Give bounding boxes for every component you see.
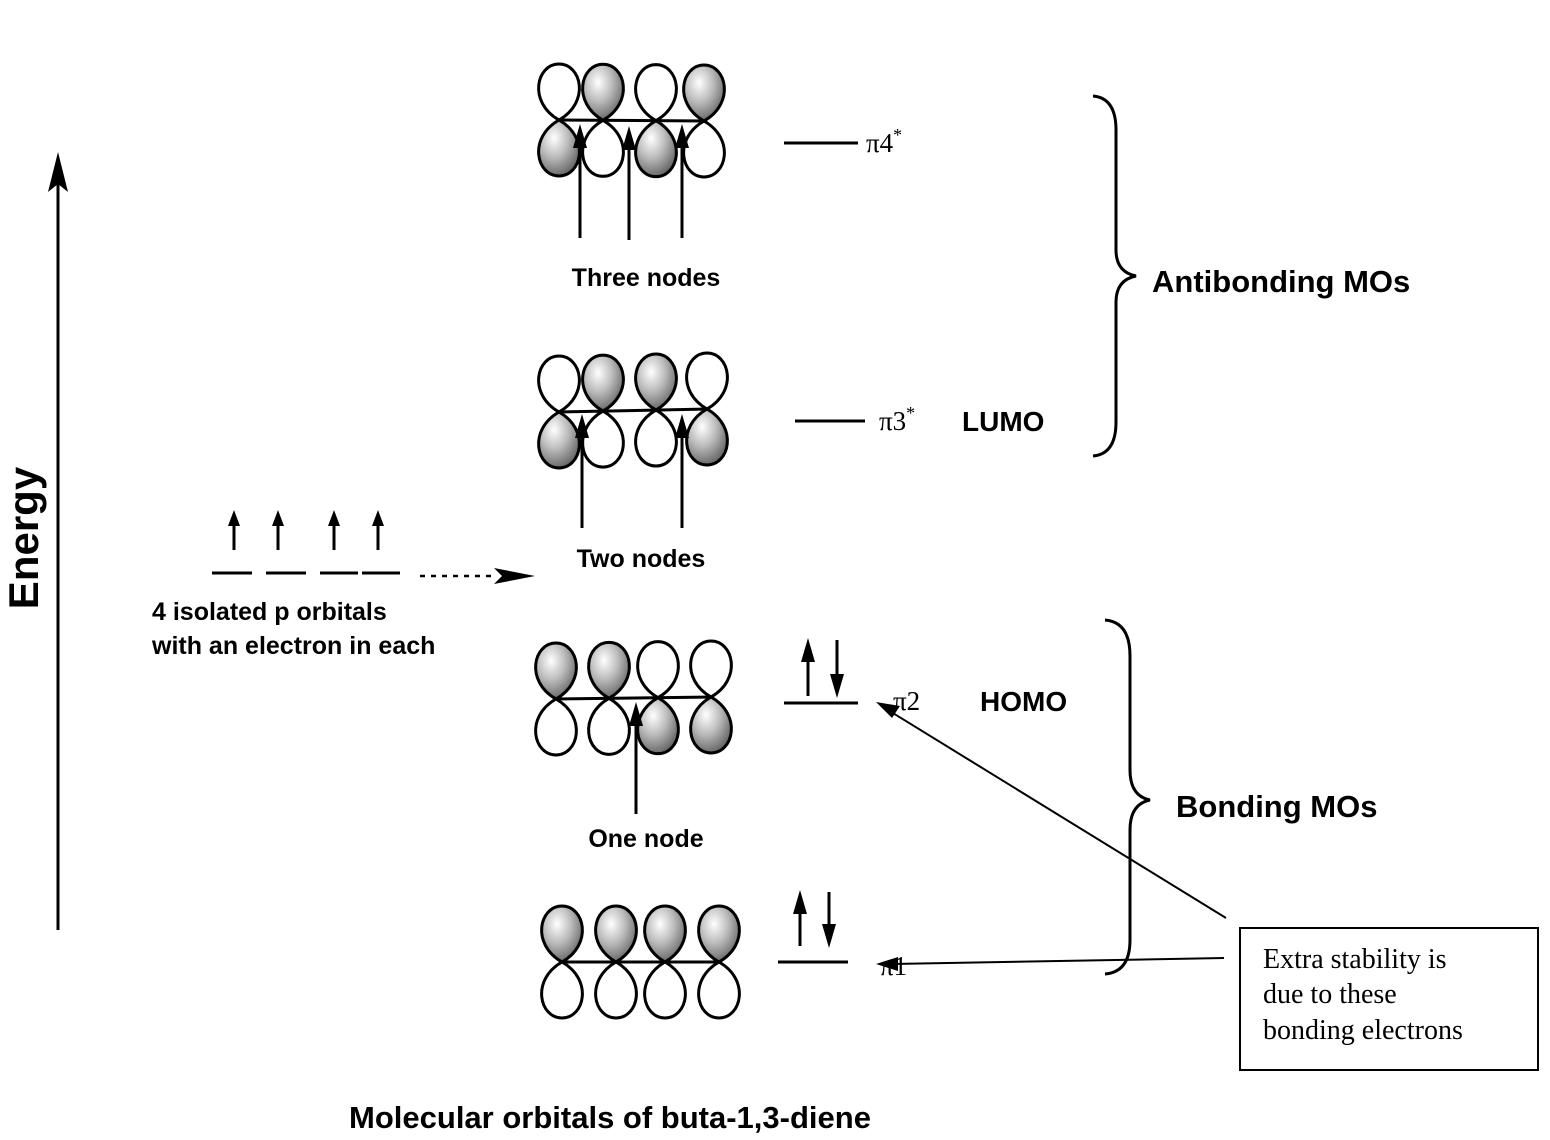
electron-pair-pi1 bbox=[793, 890, 836, 948]
pi3-lobe-bottom-1 bbox=[537, 410, 581, 470]
annotation-pointers bbox=[876, 702, 1227, 971]
node-arrows bbox=[573, 124, 689, 814]
pi1-lobe-top-2 bbox=[594, 904, 638, 964]
pi4-lobe-bottom-4 bbox=[682, 119, 726, 179]
electron-pair-pi2 bbox=[801, 638, 844, 698]
pi2-sigma-bond bbox=[553, 695, 714, 701]
pi3-orbital-drawing bbox=[537, 351, 729, 470]
pi1-lobe-top-4 bbox=[697, 904, 741, 964]
pi4-sigma-bond bbox=[556, 118, 707, 123]
antibonding-brace bbox=[1092, 94, 1137, 458]
pi1-lobe-bottom-4 bbox=[697, 960, 741, 1020]
pi2-orbital-drawing bbox=[534, 639, 733, 757]
pi4-lobe-top-1 bbox=[537, 62, 581, 122]
pi1-lobe-bottom-2 bbox=[594, 960, 638, 1020]
pi3-lobe-bottom-4 bbox=[685, 407, 729, 467]
isolated-label-line2: with an electron in each bbox=[151, 632, 435, 660]
pi3-label: π3* bbox=[879, 403, 915, 436]
pi1-lobe-bottom-1 bbox=[540, 960, 584, 1020]
pi4-lobe-top-2 bbox=[581, 62, 625, 123]
pi2-lobe-bottom-2 bbox=[587, 696, 631, 756]
pi3-lobe-top-4 bbox=[685, 351, 729, 411]
isolated-p-orbitals bbox=[212, 510, 400, 575]
annotation-line2: due to these bbox=[1263, 979, 1397, 1010]
isolated-label-line1: 4 isolated p orbitals bbox=[152, 598, 387, 626]
pi1-lobe-bottom-3 bbox=[643, 960, 687, 1020]
dashed-arrow bbox=[420, 568, 535, 584]
pi2-lobe-top-2 bbox=[587, 640, 631, 701]
pi3-nodes-label: Two nodes bbox=[577, 545, 706, 573]
pi3-star: * bbox=[906, 403, 915, 423]
pi4-label: π4* bbox=[866, 125, 902, 158]
pi3-lobe-top-3 bbox=[634, 352, 678, 412]
electron-up-arrow-group bbox=[228, 510, 384, 550]
bonding-brace bbox=[1104, 618, 1151, 976]
pi3-symbol: π3 bbox=[879, 406, 906, 436]
homo-label: HOMO bbox=[980, 686, 1067, 717]
pi2-lobe-bottom-3 bbox=[636, 695, 680, 756]
pi4-lobe-bottom-3 bbox=[634, 118, 678, 179]
pi2-label: π2 bbox=[893, 686, 920, 716]
annotation-line3: bonding electrons bbox=[1263, 1015, 1463, 1046]
pi3-lobe-top-2 bbox=[581, 353, 625, 413]
energy-label: Energy bbox=[0, 466, 47, 609]
pi1-lobe-top-1 bbox=[540, 904, 584, 964]
energy-level-lines bbox=[778, 141, 865, 964]
pi4-symbol: π4 bbox=[866, 128, 894, 158]
pi2-nodes-label: One node bbox=[588, 825, 703, 853]
pi2-lobe-top-3 bbox=[636, 640, 680, 700]
pi4-nodes-label: Three nodes bbox=[572, 264, 721, 292]
pi2-lobe-bottom-4 bbox=[689, 695, 733, 755]
pi2-lobe-top-4 bbox=[689, 639, 733, 699]
pi4-lobe-bottom-2 bbox=[581, 118, 625, 178]
pi1-lobe-top-3 bbox=[643, 904, 687, 964]
pi4-lobe-top-4 bbox=[682, 63, 726, 123]
energy-axis bbox=[48, 152, 68, 930]
pi3-lobe-bottom-3 bbox=[634, 408, 678, 468]
pi1-orbital-drawing bbox=[540, 904, 741, 1020]
annotation-line1: Extra stability is bbox=[1263, 944, 1447, 975]
bonding-label: Bonding MOs bbox=[1176, 789, 1377, 824]
pi4-orbital-drawing bbox=[537, 62, 726, 179]
pi2-lobe-top-1 bbox=[534, 641, 578, 701]
pi2-lobe-bottom-1 bbox=[534, 697, 578, 757]
pi3-sigma-bond bbox=[556, 407, 710, 414]
diagram-caption: Molecular orbitals of buta-1,3-diene bbox=[349, 1100, 871, 1135]
pi3-lobe-top-1 bbox=[537, 354, 581, 414]
antibonding-label: Antibonding MOs bbox=[1152, 264, 1410, 299]
lumo-label: LUMO bbox=[962, 406, 1044, 437]
pi3-lobe-bottom-2 bbox=[581, 409, 625, 469]
annotation-box: Extra stability is due to these bonding … bbox=[1239, 927, 1539, 1071]
pi4-star: * bbox=[893, 125, 902, 145]
pi4-lobe-top-3 bbox=[634, 63, 678, 123]
